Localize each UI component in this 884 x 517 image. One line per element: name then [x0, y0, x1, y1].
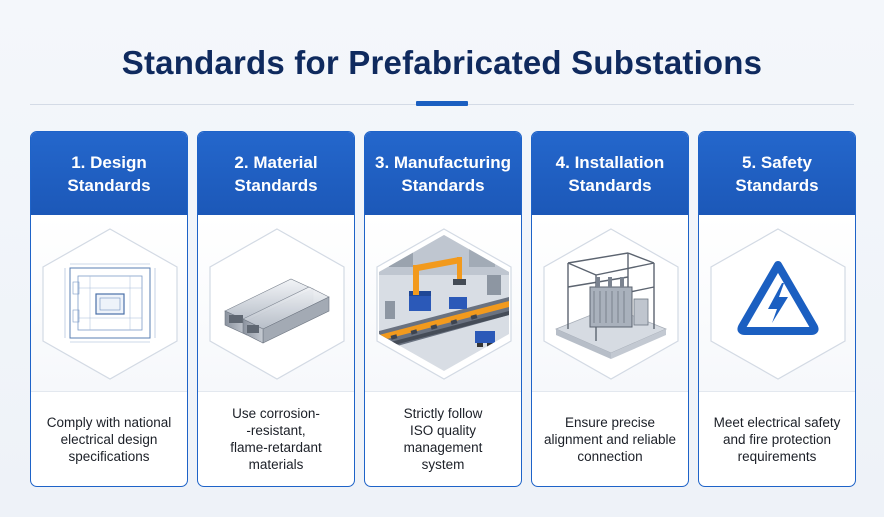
card-title-line: Standards [67, 175, 151, 195]
card-header: 3. Manufacturing Standards [365, 132, 521, 215]
card-illustration [198, 215, 354, 391]
card-description: Comply with national electrical design s… [46, 414, 172, 464]
card-title-line: 3. Manufacturing [374, 152, 511, 172]
card-design-standards: 1. Design Standards [30, 131, 188, 487]
card-title-line: Standards [735, 175, 819, 195]
blueprint-icon [64, 263, 156, 343]
card-illustration [532, 215, 688, 391]
substation-frame-icon [554, 252, 668, 359]
card-title-line: Standards [568, 175, 652, 195]
card-header: 2. Material Standards [198, 132, 354, 215]
card-illustration [31, 215, 187, 391]
card-description: Meet electrical safety and fire protecti… [713, 414, 841, 464]
card-illustration [365, 215, 521, 391]
factory-robot-icon [379, 235, 509, 371]
card-safety-standards: 5. Safety Standards Meet electrical safe… [698, 131, 856, 487]
card-manufacturing-standards: 3. Manufacturing Standards [364, 131, 522, 487]
high-voltage-warning-icon [737, 261, 819, 335]
card-title-line: 2. Material [234, 152, 318, 172]
card-title-line: Standards [401, 175, 485, 195]
steel-beams-icon [224, 278, 330, 344]
card-title-line: Standards [234, 175, 318, 195]
page-title: Standards for Prefabricated Substations [121, 44, 763, 81]
card-title-line: 4. Installation [555, 152, 665, 172]
card-description: Ensure precise alignment and reliable co… [543, 414, 677, 464]
card-description: Use corrosion- -resistant, flame-retarda… [230, 406, 322, 472]
card-illustration [699, 215, 855, 391]
title-accent-bar [416, 101, 468, 106]
card-header: 5. Safety Standards [699, 132, 855, 215]
card-title-line: 1. Design [71, 152, 147, 172]
card-description: Strictly follow ISO quality management s… [403, 406, 483, 472]
card-title-line: 5. Safety [742, 152, 812, 172]
card-header: 1. Design Standards [31, 132, 187, 215]
card-header: 4. Installation Standards [532, 132, 688, 215]
card-installation-standards: 4. Installation Standards [531, 131, 689, 487]
card-material-standards: 2. Material Standards [197, 131, 355, 487]
standards-cards: 1. Design Standards [30, 131, 856, 487]
